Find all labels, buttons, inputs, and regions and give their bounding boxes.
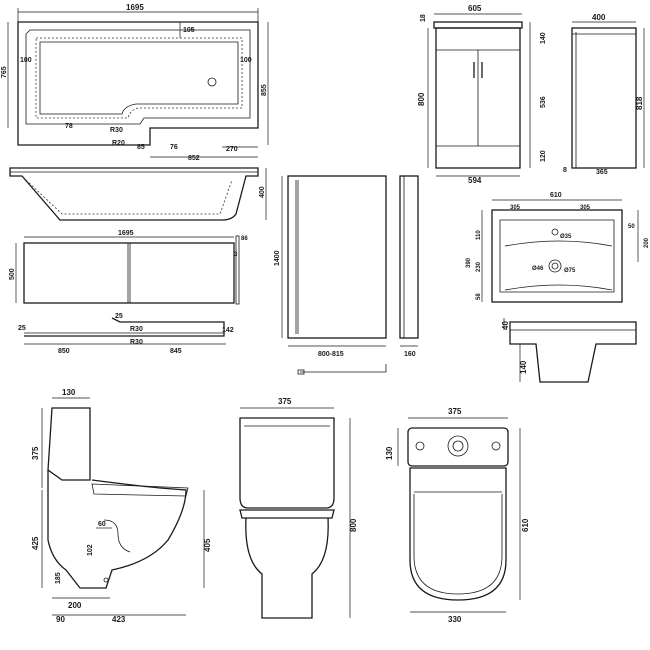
bath-r30-label: R30: [110, 127, 123, 134]
vanity-base-label: 594: [468, 176, 482, 185]
basin-d58-label: 58: [476, 293, 482, 300]
screen-height-label: 1400: [274, 250, 281, 266]
bath-screen-front: 1400 800-815: [274, 175, 387, 375]
tap-hole-icon: [551, 228, 559, 236]
wc-plan-depth-label: 610: [521, 518, 530, 532]
basin-d390-label: 390: [466, 257, 472, 268]
wc-side-d425-label: 425: [31, 536, 40, 550]
bath-inner-right-label: 100: [240, 57, 252, 64]
basin-left-label: 305: [510, 205, 521, 211]
vanity-d120-label: 120: [540, 150, 547, 162]
basin-waste2-label: Ø75: [564, 268, 576, 274]
bath-length-label: 1695: [126, 3, 144, 12]
bath-plan-view: 1695 765 855 105 100 100 78 R30 R20 85 7…: [1, 3, 269, 162]
vanity-top-label: 18: [420, 14, 427, 22]
panel-plan-d142: 142: [222, 327, 234, 334]
basin-tap-label: Ø35: [560, 234, 572, 240]
wc-side-d102-label: 102: [87, 544, 94, 556]
wc-plan-width-label: 375: [448, 407, 462, 416]
wc-front-width-label: 375: [278, 397, 292, 406]
wc-side-d90-label: 90: [56, 615, 65, 624]
vanity-side-d8-label: 8: [563, 167, 567, 174]
bath-d76-label: 76: [170, 144, 178, 151]
bath-inner-left-label: 100: [20, 57, 32, 64]
basin-right-label: 305: [580, 205, 591, 211]
vanity-unit-front: 605 18 800 140 536 120 594: [417, 4, 547, 185]
basin-d50-label: 50: [628, 224, 635, 230]
vanity-unit-side: 400 818 8 365: [563, 13, 645, 176]
basin-depth-label: 200: [644, 237, 650, 248]
bath-panel-front: 1695 500 86 3: [9, 230, 248, 305]
panel-plan-view: 25 25 R30 R30 142 850 845: [18, 313, 234, 355]
bath-depth-label: 855: [261, 84, 268, 96]
wc-plan-base-label: 330: [448, 615, 462, 624]
bath-side-view: 400: [9, 167, 267, 221]
panel-plan-d850: 850: [58, 348, 70, 355]
flush-button-icon: [447, 435, 469, 457]
wc-side-cistern-label: 375: [31, 446, 40, 460]
basin-side-d140-label: 140: [519, 360, 528, 374]
bath-width-label: 765: [1, 66, 8, 78]
wc-front-view: 375 800: [239, 397, 358, 619]
vanity-d140-label: 140: [540, 32, 547, 44]
wc-side-top-label: 130: [62, 388, 76, 397]
panel-plan-r30a: R30: [130, 326, 143, 333]
basin-d230-label: 230: [476, 261, 482, 272]
vanity-side-height-label: 818: [635, 96, 644, 110]
vanity-d536-label: 536: [540, 96, 547, 108]
wc-side-d200-label: 200: [68, 601, 82, 610]
panel-t3-label: 3: [234, 252, 238, 258]
wc-plan-view: 375 130 610 330: [385, 407, 530, 624]
wc-front-height-label: 800: [349, 518, 358, 532]
wc-side-d60-label: 60: [98, 521, 106, 528]
bath-d270-label: 270: [226, 146, 238, 153]
bath-d85-label: 85: [137, 144, 145, 151]
screen-width-label: 800-815: [318, 351, 344, 358]
panel-t86-label: 86: [241, 236, 248, 242]
wc-side-d405-label: 405: [203, 538, 212, 552]
bath-top-dim-label: 105: [183, 27, 195, 34]
bath-screen-side: 160: [399, 175, 419, 358]
basin-plan-view: 610 305 305 110 390 230 58 50 200 Ø35 Ø4…: [466, 192, 650, 303]
bath-height-label: 400: [259, 186, 266, 198]
vanity-height-label: 800: [417, 92, 426, 106]
basin-waste1-label: Ø46: [532, 266, 544, 272]
panel-length-label: 1695: [118, 230, 134, 237]
vanity-width-label: 605: [468, 4, 482, 13]
basin-width-label: 610: [550, 192, 562, 199]
basin-side-d40-label: 40: [501, 321, 510, 330]
bath-r20-label: R20: [112, 140, 125, 147]
basin-d110-label: 110: [476, 230, 482, 240]
wc-side-d185-label: 185: [55, 572, 62, 584]
panel-plan-d25a: 25: [18, 325, 26, 332]
bath-d78-label: 78: [65, 123, 73, 130]
basin-side-view: 40 140: [501, 318, 637, 383]
wc-plan-d130-label: 130: [385, 446, 394, 460]
panel-plan-d845: 845: [170, 348, 182, 355]
panel-height-label: 500: [9, 268, 16, 280]
panel-plan-r30b: R30: [130, 339, 143, 346]
basin-waste-icon: [548, 259, 562, 273]
screen-depth-label: 160: [404, 351, 416, 358]
bath-d852-label: 852: [188, 155, 200, 162]
wc-side-view: 130 375 425 60 102 405 185 200 90 423: [31, 388, 212, 624]
vanity-side-depth-label: 400: [592, 13, 606, 22]
bath-waste-icon: [207, 77, 217, 87]
wc-side-d423-label: 423: [112, 615, 126, 624]
vanity-side-base-label: 365: [596, 169, 608, 176]
panel-plan-d25b: 25: [115, 313, 123, 320]
